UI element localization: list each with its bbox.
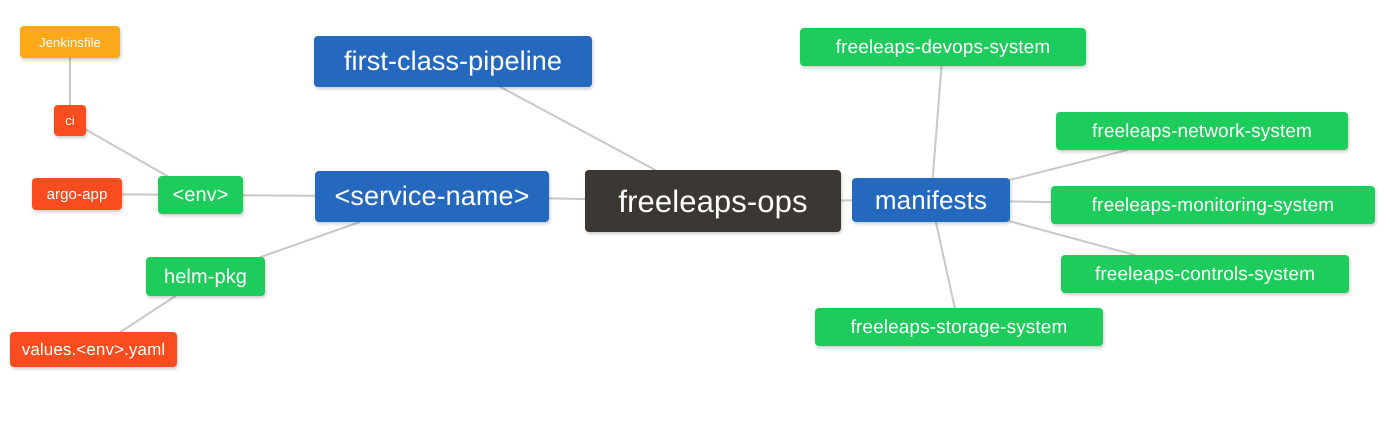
- node-helm-pkg[interactable]: helm-pkg: [146, 257, 265, 296]
- node-label: argo-app: [46, 185, 108, 203]
- node-label: values.<env>.yaml: [21, 340, 166, 359]
- node-label: manifests: [874, 185, 988, 215]
- node-label: freeleaps-controls-system: [1094, 263, 1316, 285]
- edge-ci-to-env: [85, 128, 169, 177]
- node-label: ci: [65, 113, 75, 128]
- node-label: freeleaps-monitoring-system: [1091, 194, 1335, 216]
- node-freeleaps-devops-system[interactable]: freeleaps-devops-system: [800, 28, 1086, 66]
- node-values-env-yaml[interactable]: values.<env>.yaml: [10, 332, 177, 367]
- node-jenkinsfile[interactable]: Jenkinsfile: [20, 26, 120, 58]
- node-label: freeleaps-storage-system: [850, 316, 1068, 338]
- edge-manifests-to-freeleaps-controls-system: [1009, 220, 1136, 256]
- node-manifests[interactable]: manifests: [852, 178, 1010, 222]
- node-freeleaps-storage-system[interactable]: freeleaps-storage-system: [815, 308, 1103, 346]
- node-label: Jenkinsfile: [39, 34, 101, 50]
- node-ci[interactable]: ci: [54, 105, 86, 136]
- node-label: freeleaps-devops-system: [835, 36, 1051, 58]
- node-label: helm-pkg: [163, 265, 248, 288]
- node-env[interactable]: <env>: [158, 176, 243, 214]
- edge-service-name-to-freeleaps-ops: [548, 197, 586, 200]
- node-freeleaps-controls-system[interactable]: freeleaps-controls-system: [1061, 255, 1349, 293]
- edge-values-env-yaml-to-helm-pkg: [119, 295, 177, 333]
- node-service-name[interactable]: <service-name>: [315, 171, 549, 222]
- node-first-class-pipeline[interactable]: first-class-pipeline: [314, 36, 592, 87]
- node-freeleaps-ops[interactable]: freeleaps-ops: [585, 170, 841, 232]
- node-argo-app[interactable]: argo-app: [32, 178, 122, 210]
- node-label: freeleaps-network-system: [1092, 120, 1312, 142]
- edge-manifests-to-freeleaps-storage-system: [934, 221, 956, 309]
- edge-manifests-to-freeleaps-network-system: [1009, 149, 1129, 181]
- node-label: first-class-pipeline: [343, 46, 563, 76]
- node-freeleaps-monitoring-system[interactable]: freeleaps-monitoring-system: [1051, 186, 1375, 224]
- node-freeleaps-network-system[interactable]: freeleaps-network-system: [1056, 112, 1348, 150]
- node-label: <env>: [172, 184, 229, 206]
- edge-helm-pkg-to-service-name: [259, 221, 361, 258]
- node-label: <service-name>: [334, 181, 530, 211]
- edge-manifests-to-freeleaps-devops-system: [931, 65, 943, 179]
- edge-manifests-to-freeleaps-monitoring-system: [1009, 200, 1052, 204]
- edge-first-class-pipeline-to-freeleaps-ops: [499, 86, 657, 171]
- node-label: freeleaps-ops: [618, 183, 808, 219]
